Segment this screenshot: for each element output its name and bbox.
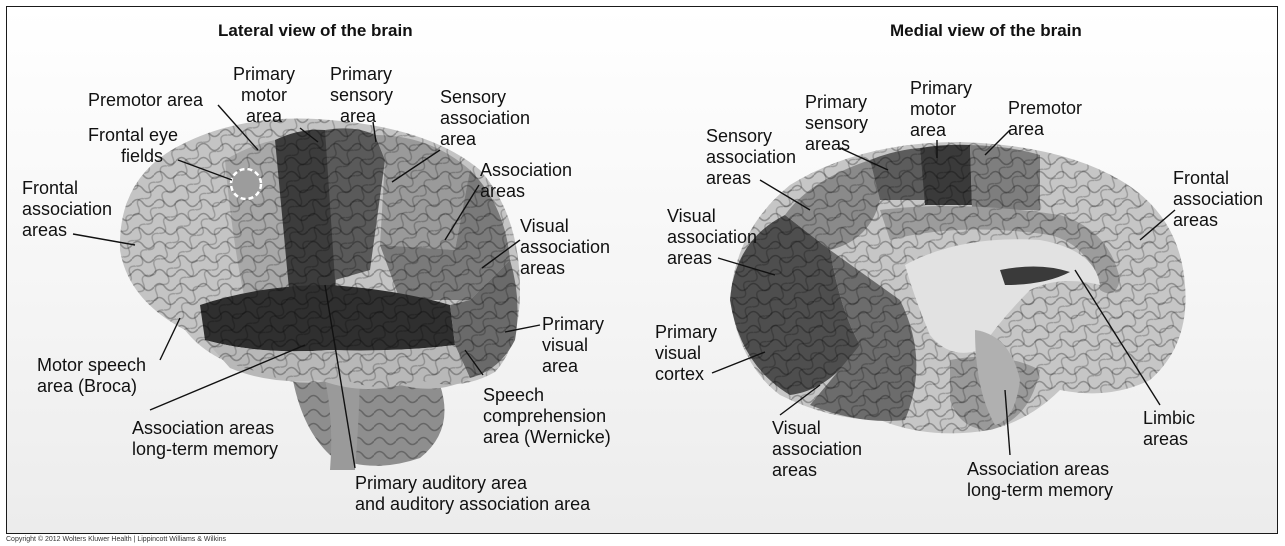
lateral-view-title: Lateral view of the brain [218, 21, 413, 41]
copyright-notice: Copyright © 2012 Wolters Kluwer Health |… [6, 536, 226, 543]
frontal-eye-field-marker [231, 169, 261, 199]
leader-broca [160, 318, 180, 360]
medial-brain [730, 142, 1186, 433]
label-premotor-area: Premotor area [88, 90, 203, 111]
medial-view-title: Medial view of the brain [890, 21, 1082, 41]
